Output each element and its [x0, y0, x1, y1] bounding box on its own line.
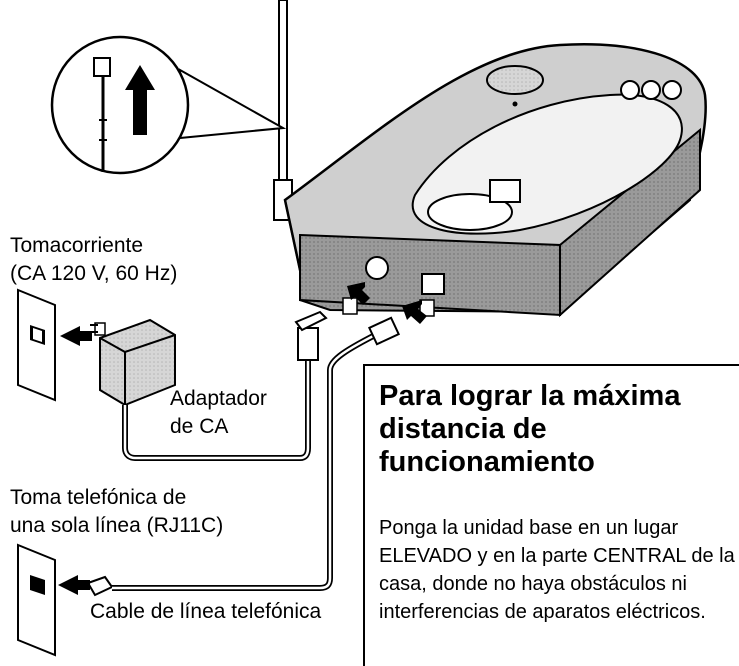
phone-plug [86, 575, 114, 597]
outlet-label: Tomacorriente [10, 234, 144, 257]
adapter-label-line2: de CA [170, 415, 229, 438]
adapter-label-line1: Adaptador [170, 387, 267, 410]
base-unit [283, 43, 707, 318]
cord-label: Cable de línea telefónica [90, 600, 322, 623]
modular-plug [367, 316, 401, 346]
tip-body: Ponga la unidad base en un lugar ELEVADO… [379, 517, 735, 623]
jack-label-line2: una sola línea (RJ11C) [10, 514, 224, 537]
tip-title: Para lograr la máxima distancia de funci… [379, 380, 681, 478]
jack-label-line1: Toma telefónica de [10, 486, 187, 509]
arrow-icon [402, 300, 427, 324]
outlet-spec-label: (CA 120 V, 60 Hz) [10, 262, 178, 285]
phone-wall-jack [17, 543, 56, 657]
arrow-icon [58, 575, 90, 595]
tip-box: Para lograr la máxima distancia de funci… [363, 364, 739, 666]
arrow-icon [347, 282, 370, 305]
ac-adapter [90, 318, 176, 407]
antenna-extend-icon [50, 35, 287, 175]
dc-plug [294, 310, 328, 361]
antenna [273, 0, 293, 221]
power-outlet [17, 288, 56, 402]
arrow-icon [60, 326, 92, 346]
